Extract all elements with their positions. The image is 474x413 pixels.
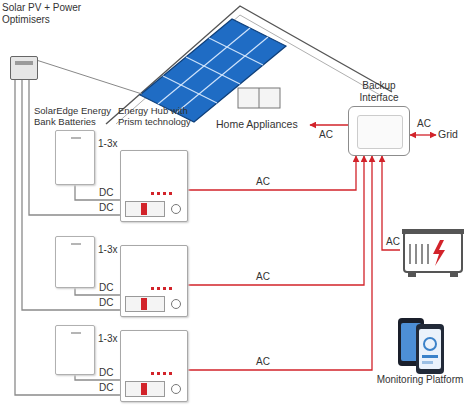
ac-connector (310, 124, 348, 125)
backup-interface-shape (348, 106, 410, 156)
battery: 1-3x (34, 301, 118, 377)
dc-connector (75, 185, 120, 200)
dc-connector (15, 80, 120, 395)
edge-label: DC (98, 282, 114, 294)
node-text: Backup Interface (346, 80, 412, 103)
battery: 1-3x (34, 212, 118, 292)
generator-drawing (400, 224, 466, 280)
generator (400, 224, 466, 280)
battery-led (71, 332, 81, 334)
edge-label: DC (98, 202, 114, 214)
generator-shape (400, 224, 466, 280)
node-text: Energy Hub with Prism technology (118, 106, 202, 128)
edge-label: AC (385, 236, 401, 248)
hub-button (171, 384, 181, 394)
battery: SolarEdge Energy Bank Batteries 1-3x (34, 106, 118, 186)
ac-connector (188, 156, 356, 190)
node-text: SolarEdge Energy Bank Batteries (34, 106, 118, 128)
edge-label: DC (98, 382, 114, 394)
ac-connector (382, 156, 400, 250)
node-text: 1-3x (98, 138, 120, 150)
node-text: Grid (438, 128, 470, 140)
monitoring-platform: Monitoring Platform (372, 374, 468, 402)
edge-label: AC (318, 129, 334, 141)
hub-button (171, 204, 181, 214)
edge-label: DC (98, 187, 114, 199)
edge-label: AC (255, 356, 271, 368)
hub-button (171, 299, 181, 309)
battery-shape (55, 236, 95, 288)
node-text: 1-3x (98, 244, 120, 256)
ac-connector (188, 156, 372, 370)
battery-shape (55, 325, 95, 375)
node-text: Monitoring Platform (372, 374, 468, 386)
energy-hub (118, 201, 202, 319)
battery-led (71, 137, 81, 139)
dc-connector (29, 80, 120, 215)
optimiser-stripe (15, 61, 33, 65)
backup-panel (357, 115, 403, 149)
phones-icon (398, 318, 444, 374)
edge-label: DC (98, 297, 114, 309)
solar-pv: Solar PV + Power Optimisers (2, 2, 84, 82)
grid: Grid (438, 128, 470, 142)
edge-label: DC (98, 367, 114, 379)
energy-hub: Energy Hub with Prism technology (118, 106, 202, 224)
energy-hub-shape (120, 245, 188, 317)
node-text: 1-3x (98, 333, 120, 345)
optimiser-cable (30, 58, 142, 94)
hub-switch (141, 383, 147, 395)
hub-leds (151, 372, 173, 375)
node-text: Solar PV + Power Optimisers (2, 2, 84, 25)
node-text: Home Appliances (216, 118, 308, 130)
battery-shape (55, 130, 95, 185)
dc-connector (22, 80, 120, 310)
energy-hub (118, 286, 202, 404)
edge-label: AC (416, 118, 432, 130)
ac-connector (188, 156, 364, 285)
edge-label: AC (255, 176, 271, 188)
energy-hub-shape (120, 150, 188, 222)
house-window (238, 88, 280, 108)
battery-led (71, 243, 81, 245)
hub-leds (151, 287, 173, 290)
hub-switch (141, 203, 147, 215)
solar-pv-shape (10, 56, 38, 80)
hub-leds (151, 192, 173, 195)
ac-connector (410, 134, 436, 135)
hub-switch (141, 298, 147, 310)
energy-hub-shape (120, 330, 188, 402)
home-appliances: Home Appliances (216, 118, 308, 132)
edge-label: AC (255, 271, 271, 283)
backup-interface: Backup Interface (346, 80, 412, 158)
